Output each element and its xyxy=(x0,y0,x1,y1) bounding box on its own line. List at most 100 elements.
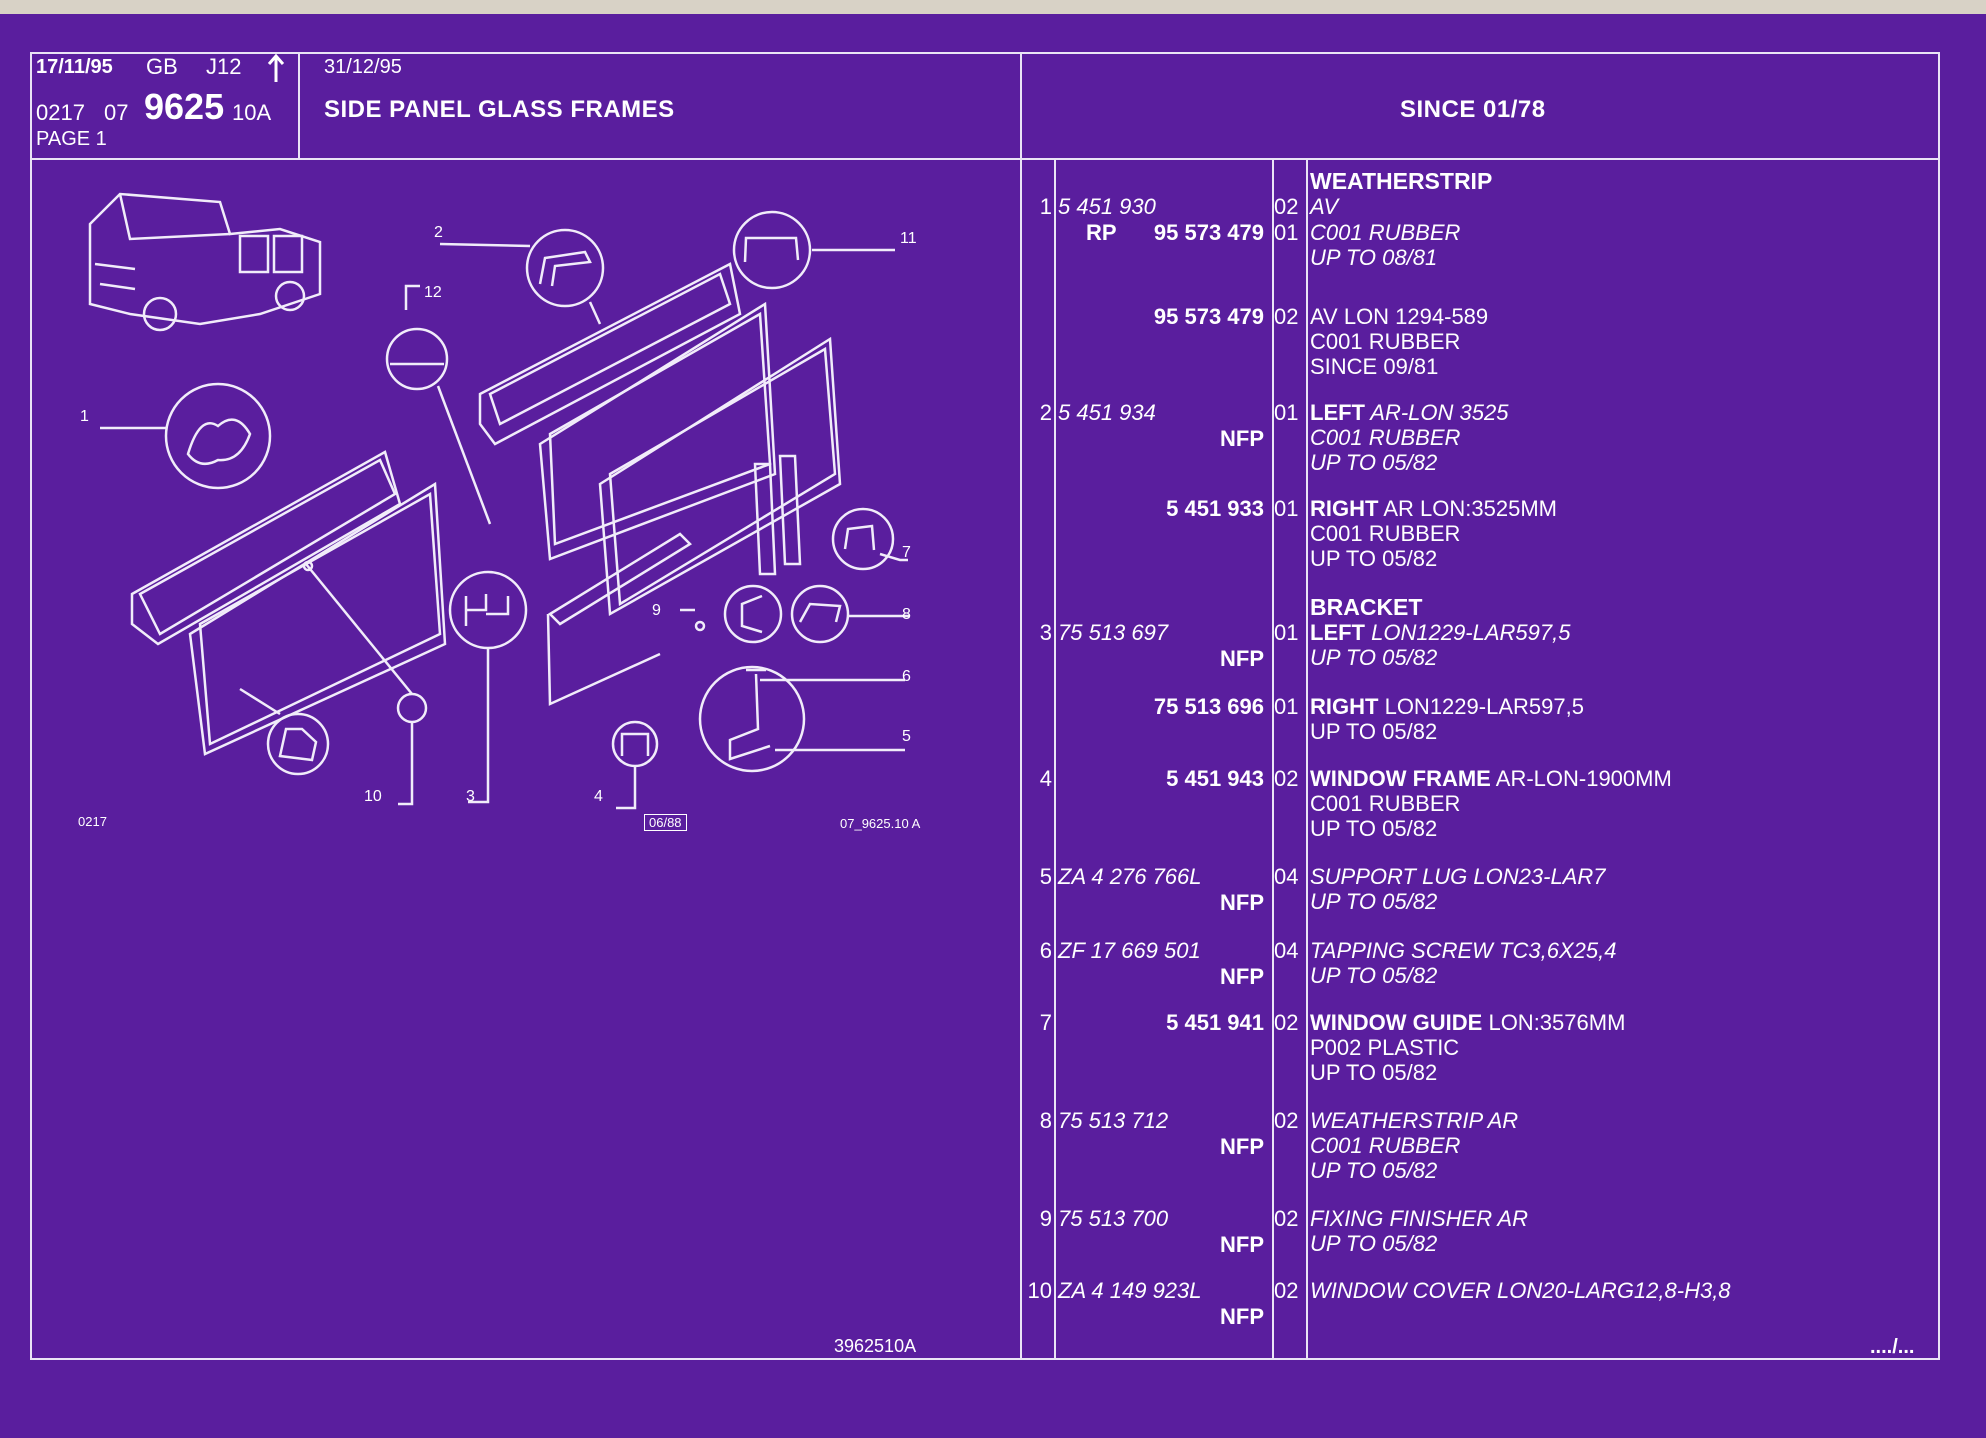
part-prefix: RP xyxy=(1086,220,1117,245)
part-number: ZA 4 276 766L xyxy=(1058,864,1202,889)
description-line: AV LON 1294-589 xyxy=(1310,304,1489,329)
description: C001 RUBBER UP TO 08/81 xyxy=(1310,220,1460,270)
quantity: 02 xyxy=(1274,1206,1299,1231)
description-line: UP TO 05/82 xyxy=(1310,645,1438,670)
quantity: 04 xyxy=(1274,864,1299,889)
description-line: UP TO 05/82 xyxy=(1310,1231,1438,1256)
part-number: 5 451 943 xyxy=(1166,766,1264,791)
description-line: AV xyxy=(1310,194,1339,219)
quantity: 02 xyxy=(1274,304,1299,329)
exploded-diagram xyxy=(88,192,910,810)
item-number: 7 xyxy=(1039,1010,1052,1035)
quantity: 04 xyxy=(1274,938,1299,963)
item-number: 10 xyxy=(1027,1278,1052,1303)
callout-5: 5 xyxy=(902,728,911,745)
quantity: 01 xyxy=(1274,694,1299,719)
description: RIGHT LON1229-LAR597,5 UP TO 05/82 xyxy=(1310,694,1584,744)
part-number: 75 513 697 xyxy=(1058,620,1169,645)
description-line: WINDOW GUIDE LON:3576MM xyxy=(1310,1010,1626,1035)
callout-1: 1 xyxy=(80,408,89,425)
quantity: 02 xyxy=(1274,194,1299,219)
item-number: 1 xyxy=(1039,194,1052,219)
header-doc-rev: 10A xyxy=(232,100,272,125)
continued-marker: ..../... xyxy=(1870,1336,1915,1358)
description-line: C001 RUBBER xyxy=(1310,220,1461,245)
description-line: UP TO 05/82 xyxy=(1310,963,1438,988)
item-number: 2 xyxy=(1039,400,1052,425)
drawing-date-box: 06/88 xyxy=(644,814,687,831)
nfp-marker: NFP xyxy=(1220,1232,1264,1257)
callout-12: 12 xyxy=(424,284,442,301)
up-arrow-icon xyxy=(267,54,285,82)
header-lang: GB xyxy=(146,54,178,79)
nfp-marker: NFP xyxy=(1220,964,1264,989)
header-page: PAGE 1 xyxy=(36,128,107,150)
description: SUPPORT LUG LON23-LAR7 UP TO 05/82 xyxy=(1310,864,1605,914)
item-number: 5 xyxy=(1039,864,1052,889)
description-line: LEFT AR-LON 3525 xyxy=(1310,400,1509,425)
callout-7: 7 xyxy=(902,544,911,561)
frame-bottom xyxy=(30,1358,1940,1360)
group-heading-bracket: BRACKET xyxy=(1310,594,1423,620)
frame-left xyxy=(30,52,32,1360)
callout-4: 4 xyxy=(594,788,603,805)
description: AV LON 1294-589 C001 RUBBER SINCE 09/81 xyxy=(1310,304,1488,379)
description: FIXING FINISHER AR UP TO 05/82 xyxy=(1310,1206,1528,1256)
quantity: 02 xyxy=(1274,1278,1299,1303)
nfp-marker: NFP xyxy=(1220,1134,1264,1159)
nfp-marker: NFP xyxy=(1220,890,1264,915)
description: RIGHT AR LON:3525MM C001 RUBBER UP TO 05… xyxy=(1310,496,1557,571)
parts-sheet: 17/11/95 GB J12 0217 07 9625 10A PAGE 1 … xyxy=(0,14,1986,1438)
description-line: UP TO 05/82 xyxy=(1310,1158,1438,1183)
description-line: UP TO 05/82 xyxy=(1310,546,1438,571)
callout-8: 8 xyxy=(902,606,911,623)
description-line: WINDOW COVER LON20-LARG12,8-H3,8 xyxy=(1310,1278,1731,1303)
frame-top xyxy=(30,52,1940,54)
description: WINDOW GUIDE LON:3576MM P002 PLASTIC UP … xyxy=(1310,1010,1625,1085)
description-line: C001 RUBBER xyxy=(1310,425,1461,450)
description: WINDOW COVER LON20-LARG12,8-H3,8 xyxy=(1310,1278,1731,1303)
part-number: 75 513 700 xyxy=(1058,1206,1169,1231)
quantity: 01 xyxy=(1274,220,1299,245)
item-number: 6 xyxy=(1039,938,1052,963)
item-number: 9 xyxy=(1039,1206,1052,1231)
column-divider-3 xyxy=(1272,160,1274,1360)
column-divider-2 xyxy=(1054,160,1056,1360)
part-number: 5 451 933 xyxy=(1166,496,1264,521)
description-line: TAPPING SCREW TC3,6X25,4 xyxy=(1310,938,1617,963)
drawing-code: 0217 xyxy=(78,814,107,829)
since-label: SINCE 01/78 xyxy=(1400,96,1546,123)
description: AV xyxy=(1310,194,1338,219)
part-number: 5 451 941 xyxy=(1166,1010,1264,1035)
description-line: C001 RUBBER xyxy=(1310,329,1461,354)
description-line: P002 PLASTIC xyxy=(1310,1035,1460,1060)
description-line: SUPPORT LUG LON23-LAR7 xyxy=(1310,864,1606,889)
part-number: 75 513 696 xyxy=(1153,694,1264,719)
callout-11: 11 xyxy=(900,230,917,247)
description-line: UP TO 05/82 xyxy=(1310,816,1438,841)
part-number: 5 451 930 xyxy=(1058,194,1156,219)
group-heading-weatherstrip: WEATHERSTRIP xyxy=(1310,168,1493,194)
quantity: 02 xyxy=(1274,1108,1299,1133)
description: LEFT AR-LON 3525 C001 RUBBER UP TO 05/82 xyxy=(1310,400,1508,475)
quantity: 01 xyxy=(1274,400,1299,425)
quantity: 02 xyxy=(1274,1010,1299,1035)
nfp-marker: NFP xyxy=(1220,1304,1264,1329)
item-number: 8 xyxy=(1039,1108,1052,1133)
header-col-divider xyxy=(298,52,300,160)
quantity: 01 xyxy=(1274,496,1299,521)
description-line: LEFT LON1229-LAR597,5 xyxy=(1310,620,1571,645)
quantity: 02 xyxy=(1274,766,1299,791)
item-number: 4 xyxy=(1039,766,1052,791)
header-doc-a: 0217 xyxy=(36,100,85,125)
description-line: C001 RUBBER xyxy=(1310,521,1461,546)
description-line: FIXING FINISHER AR xyxy=(1310,1206,1528,1231)
description: TAPPING SCREW TC3,6X25,4 UP TO 05/82 xyxy=(1310,938,1616,988)
description-line: C001 RUBBER xyxy=(1310,1133,1461,1158)
detail-circle-1 xyxy=(164,382,272,490)
callout-9: 9 xyxy=(652,602,661,619)
description-line: UP TO 05/82 xyxy=(1310,1060,1438,1085)
description-line: WINDOW FRAME AR-LON-1900MM xyxy=(1310,766,1672,791)
description: LEFT LON1229-LAR597,5 UP TO 05/82 xyxy=(1310,620,1570,670)
description-line: C001 RUBBER xyxy=(1310,791,1461,816)
